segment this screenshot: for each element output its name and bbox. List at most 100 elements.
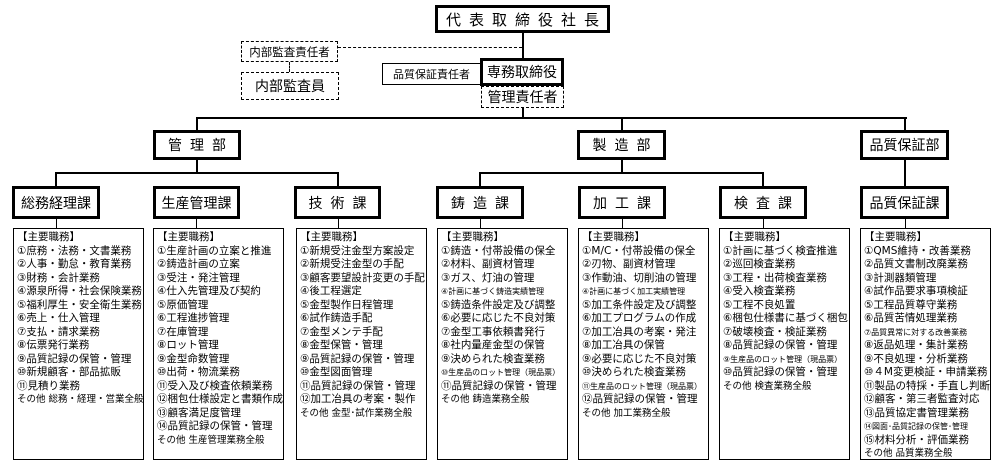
duty-item: ③計測器類管理 <box>864 271 937 284</box>
duty-item: その他 品質業務全般 <box>864 448 953 459</box>
duty-header: 【主要職務】 <box>723 231 786 243</box>
duty-item: ⑦金型工事依頼書発行 <box>441 325 545 338</box>
connector <box>904 159 906 187</box>
section-quality-assurance: 品質保証課 <box>860 186 949 219</box>
duty-item: ⑧金型保管・管理 <box>300 339 383 351</box>
duty-item: ⑨生産品のロット管理（現品票） <box>723 354 843 364</box>
duty-item: ⑬顧客満足度管理 <box>157 406 241 419</box>
duty-item: ⑫加工冶具の考案・製作 <box>300 393 416 405</box>
duty-item: ⑧社内量産金型の保管 <box>441 339 545 351</box>
connector <box>56 218 57 229</box>
duty-item: ④試作品要求事項検証 <box>864 285 968 297</box>
duty-item: ⑨品質記録の保管・管理 <box>300 352 415 365</box>
duty-item: ⑤金型製作日程管理 <box>300 298 394 311</box>
dashed-connector <box>289 62 290 72</box>
duty-item: ①M/C・付帯設備の保全 <box>582 244 696 257</box>
department-admin: 管理部 <box>153 130 241 160</box>
duty-item: ⑩新規顧客・部品拡販 <box>17 366 121 378</box>
duty-item: ⑦在庫管理 <box>157 325 209 338</box>
duty-item: ②刃物、副資材管理 <box>582 258 676 270</box>
connector <box>479 172 764 174</box>
duty-item: ①計画に基づく検査推進 <box>723 244 838 257</box>
duty-item: ⑪製品の特採・手直し判断 <box>864 379 990 392</box>
connector <box>621 159 623 174</box>
duty-item: ⑨不良処理・分析業務 <box>864 352 968 365</box>
duty-item: ⑥売上・仕入管理 <box>17 312 100 324</box>
connector <box>904 117 906 131</box>
internal-auditor-box: 内部監査員 <box>241 72 339 100</box>
duty-item: ⑫顧客・第三者監査対応 <box>864 393 980 405</box>
duty-item: その他 加工業務全般 <box>582 407 671 419</box>
section-inspection: 検査課 <box>719 186 807 219</box>
duty-item: ⑭品質記録の保管・管理 <box>157 420 273 432</box>
duty-item: ②材料、副資材管理 <box>441 258 535 270</box>
duty-item: ⑤福利厚生・安全衛生業務 <box>17 298 142 311</box>
duty-item: ⑤原価管理 <box>157 298 209 311</box>
duty-item: ④計画に基づく鋳造実績管理 <box>441 287 545 296</box>
duty-item: ⑧ロット管理 <box>157 339 219 351</box>
duty-item: ⑥品質苦情処理業務 <box>864 312 958 324</box>
connector <box>480 218 481 229</box>
duty-item: ⑦破壊検査・検証業務 <box>723 325 827 338</box>
duty-item: ⑦品質異常に対する改善業務 <box>864 327 968 337</box>
duty-item: ④受入検査業務 <box>723 285 796 297</box>
duty-item: ①新規受注金型方案設定 <box>300 244 415 257</box>
duty-header: 【主要職務】 <box>864 231 927 243</box>
duty-item: ④後工程選定 <box>300 285 362 297</box>
duty-item: ⑨品質記録の保管・管理 <box>17 352 132 365</box>
duty-item: ③作動油、切削油の管理 <box>582 271 697 284</box>
duty-item: ⑥必要に応じた不良対策 <box>441 312 556 324</box>
duty-item: ①生産計画の立案と推進 <box>157 244 272 257</box>
duty-item: ⑪受入及び検査依頼業務 <box>157 379 273 392</box>
section-casting: 鋳造課 <box>436 186 524 219</box>
duty-item: ⑮材料分析・評価業務 <box>864 433 969 446</box>
duty-item: ⑩生産品のロット管理（現品票） <box>441 368 561 377</box>
duty-item: ⑩金型図面管理 <box>300 366 373 378</box>
connector <box>622 218 623 229</box>
ceo-box: 代表取締役社長 <box>435 5 610 33</box>
duty-item: ⑩出荷・物流業務 <box>157 366 240 378</box>
dashed-connector <box>338 47 522 48</box>
duty-item: ③工程・出荷検査業務 <box>723 271 827 284</box>
duty-item: ④仕入先管理及び契約 <box>157 285 261 297</box>
duty-item: ⑤加工条件設定及び調整 <box>582 298 697 311</box>
connector <box>55 172 57 187</box>
duty-item: ②人事・勤怠・教育業務 <box>17 258 132 270</box>
connector <box>763 218 764 229</box>
duty-item: ⑩４M変更検証・申請業務 <box>864 366 988 378</box>
connector <box>196 117 907 119</box>
duty-item: ②鋳造計画の立案 <box>157 258 240 270</box>
connector <box>905 218 906 229</box>
duty-item: その他 生産管理業務全般 <box>157 434 265 446</box>
duty-item: ⑪生産品のロット管理（現品票） <box>582 381 702 391</box>
duty-item: その他 検査業務全般 <box>723 380 812 392</box>
duty-item: ⑥梱包仕様書に基づく梱包 <box>723 312 848 324</box>
duty-item: ①QMS維持・改善業務 <box>864 244 971 257</box>
duty-item: ⑦金型メンテ手配 <box>300 325 383 338</box>
duty-item: ⑩決められた検査業務 <box>582 366 686 378</box>
duty-item: ⑭図面･品質記録の保管･管理 <box>864 422 968 431</box>
connector <box>621 117 623 131</box>
duty-item: ①庶務・法務・文書業務 <box>17 244 132 257</box>
duty-item: ⑧返品処理・集計業務 <box>864 339 968 351</box>
duty-item: ⑤工程不良処置 <box>723 298 796 311</box>
department-qa: 品質保証部 <box>860 130 949 160</box>
duty-item: ③財務・会計業務 <box>17 271 100 284</box>
duty-item: ⑧加工冶具の保管 <box>582 339 665 351</box>
duty-item: ⑪品質記録の保管・管理 <box>441 379 557 392</box>
duty-item: ④計画に基づく加工実績管理 <box>582 287 686 296</box>
duty-item: ⑥試作鋳造手配 <box>300 312 373 324</box>
duty-item: ⑤工程品質尊守業務 <box>864 298 958 311</box>
duty-item: ⑪見積り業務 <box>17 379 80 392</box>
duty-item: ③受注・発注管理 <box>157 271 240 284</box>
duty-item: ⑬品質協定書管理業務 <box>864 406 969 419</box>
duty-item: ②巡回検査業務 <box>723 258 796 270</box>
duty-item: ⑦支払・請求業務 <box>17 325 100 338</box>
connector <box>338 218 339 229</box>
connector <box>479 172 481 187</box>
